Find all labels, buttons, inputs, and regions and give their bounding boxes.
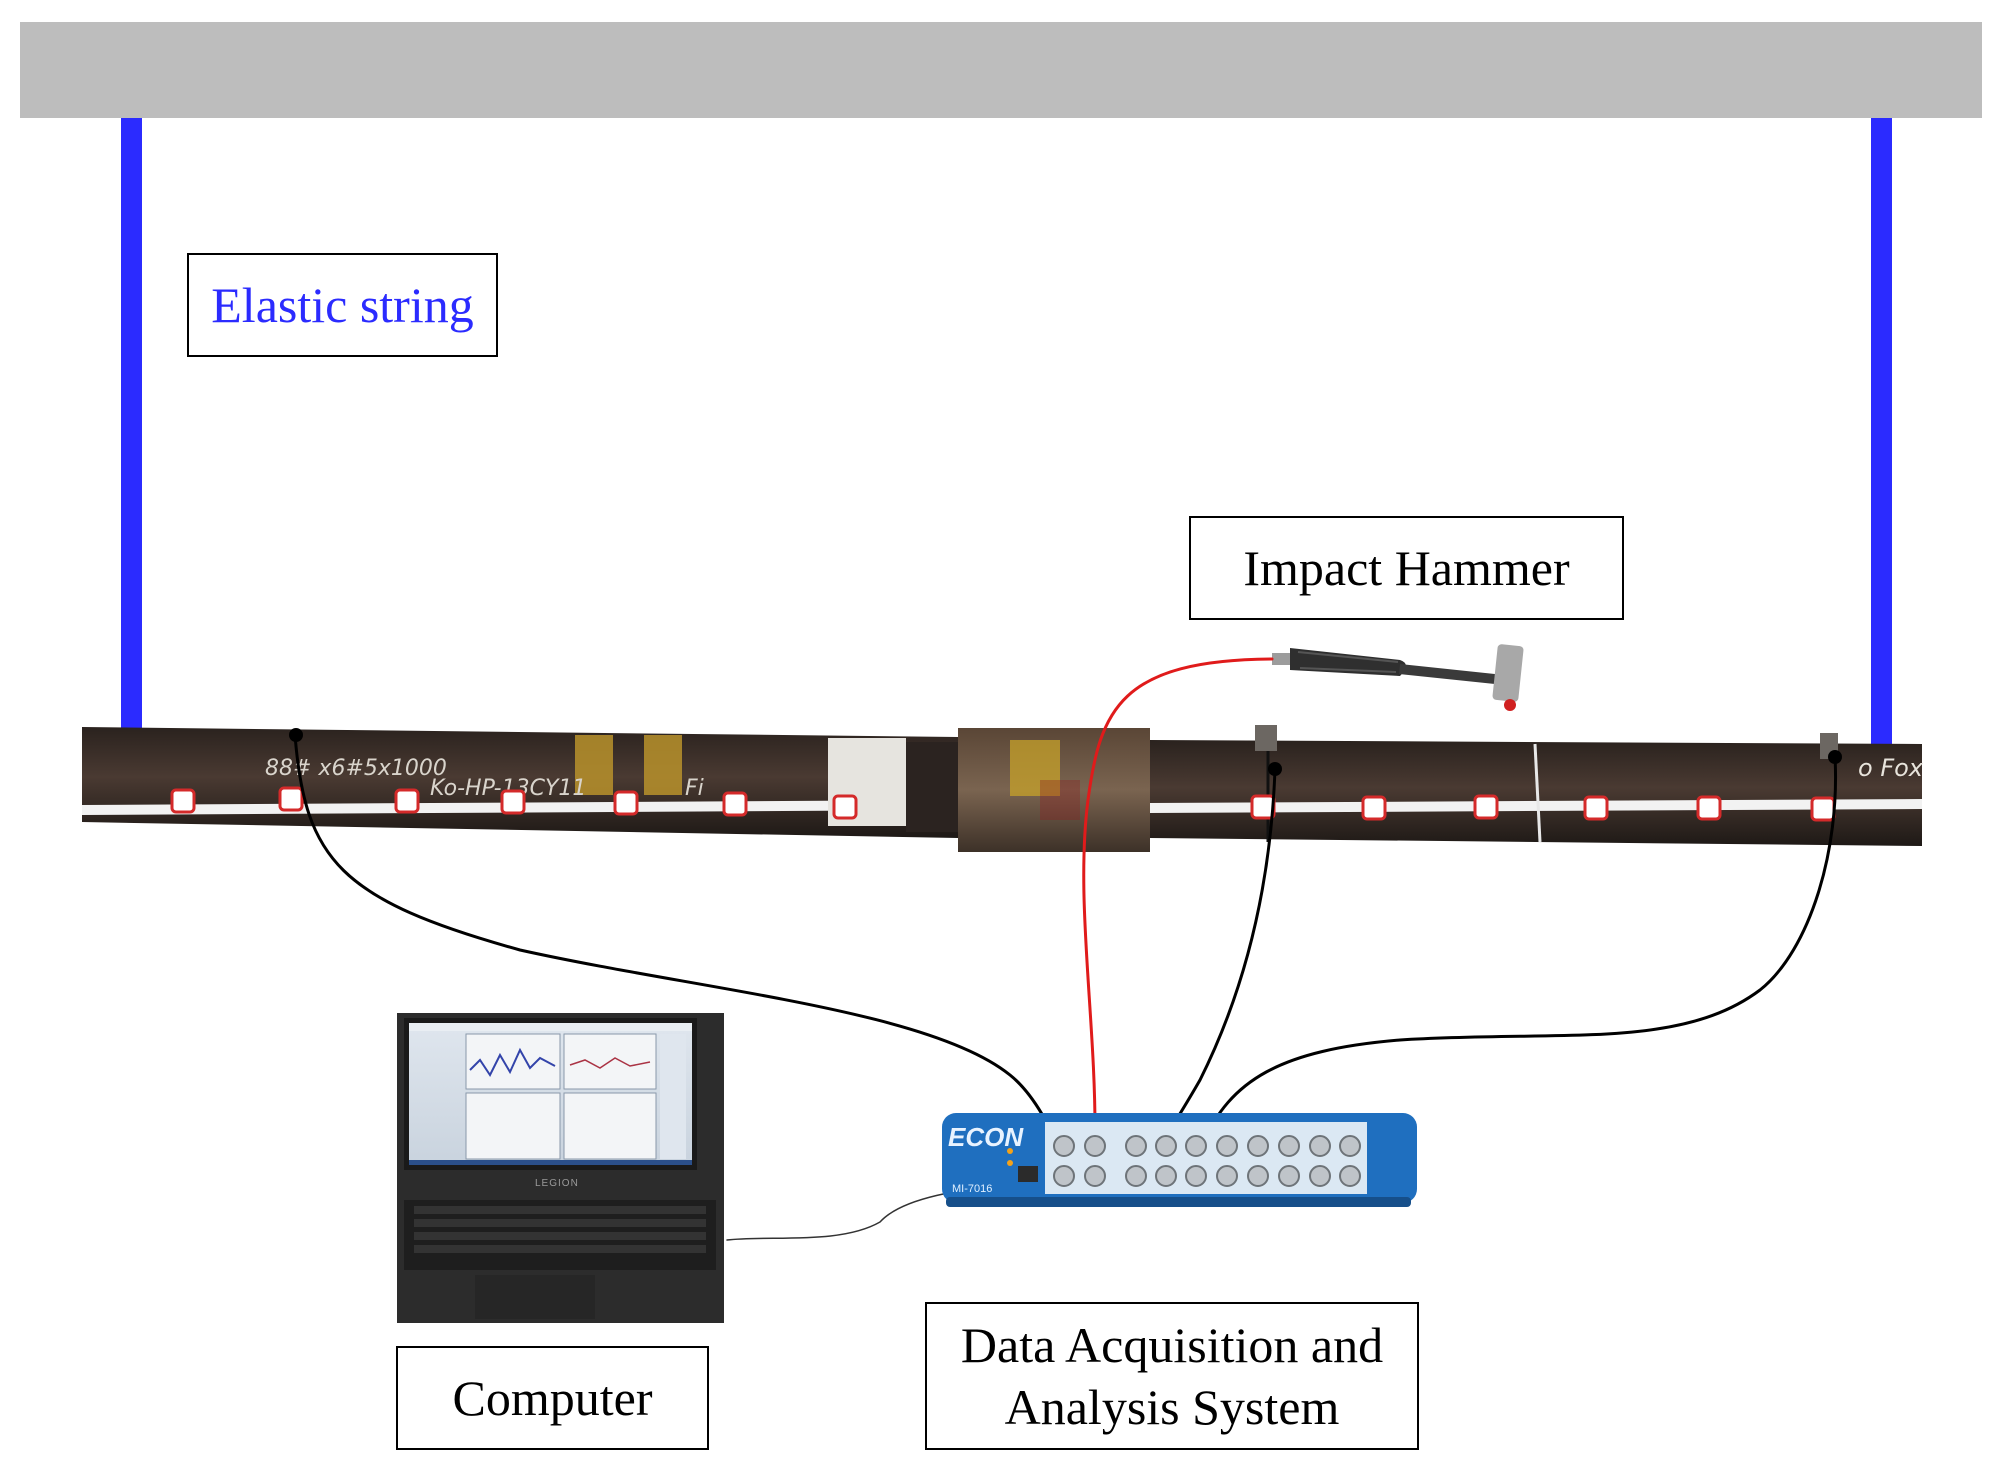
computer-label: Computer — [396, 1346, 709, 1450]
daq-label-line1: Data Acquisition and — [960, 1316, 1384, 1373]
sensor-cable-3 — [1200, 755, 1838, 1147]
daq-label-line2: Analysis System — [1004, 1379, 1340, 1435]
laptop-brand-text: LEGION — [535, 1178, 579, 1189]
daq-model-text: MI-7016 — [952, 1183, 993, 1195]
svg-text:o Fox: o Fox — [1858, 754, 1924, 782]
impact-hammer — [1272, 644, 1524, 711]
elastic-string-left — [121, 118, 142, 730]
impact-hammer-label: Impact Hammer — [1189, 516, 1624, 620]
elastic-string-label: Elastic string — [187, 253, 498, 357]
daq-label: Data Acquisition and Analysis System — [925, 1302, 1419, 1450]
elastic-string-right — [1871, 118, 1892, 749]
daq-brand-text: ECON — [948, 1122, 1024, 1152]
elastic-string-label-text: Elastic string — [211, 276, 474, 333]
laptop-computer — [397, 1013, 724, 1323]
ceiling-support — [20, 22, 1982, 118]
daq-unit — [942, 1113, 1417, 1207]
drill-pipe: 88# x6#5x1000 Ko-HP-13CY11 Fi o Fox — [82, 725, 1924, 852]
impact-hammer-label-text: Impact Hammer — [1243, 539, 1570, 596]
svg-text:88# x6#5x1000: 88# x6#5x1000 — [265, 756, 447, 781]
svg-text:Fi: Fi — [685, 776, 704, 801]
computer-label-text: Computer — [452, 1369, 653, 1426]
hammer-cable — [1082, 657, 1274, 1140]
